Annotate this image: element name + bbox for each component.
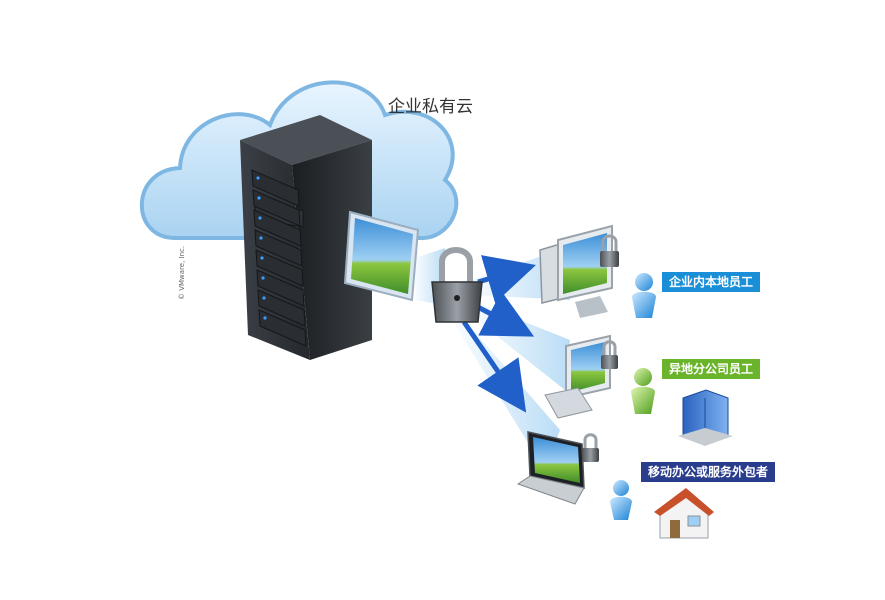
label-mobile-outsourcer: 移动办公或服务外包者 (641, 462, 776, 482)
person-mobile-icon (610, 480, 632, 520)
cloud-title: 企业私有云 (388, 97, 473, 117)
laptop-icon (516, 431, 599, 505)
copyright-text: © VMware, Inc. (178, 245, 186, 300)
label-local-employee: 企业内本地员工 (662, 272, 761, 292)
arrow-to-branch (472, 291, 535, 337)
label-branch-employee: 异地分公司员工 (662, 359, 761, 379)
person-blue-icon (632, 273, 656, 318)
virtual-desktop-screen-icon (343, 210, 420, 302)
office-building-icon (678, 389, 733, 446)
arrow-to-local (477, 255, 536, 304)
house-icon (654, 488, 714, 539)
arrow-to-mobile (461, 320, 527, 413)
padlock-icon (431, 247, 483, 323)
monitor-keyboard-icon (544, 334, 618, 419)
desktop-computer-icon (539, 224, 619, 318)
person-green-icon (631, 368, 655, 414)
server-rack-icon (240, 115, 372, 360)
connection-arrows (461, 255, 536, 413)
